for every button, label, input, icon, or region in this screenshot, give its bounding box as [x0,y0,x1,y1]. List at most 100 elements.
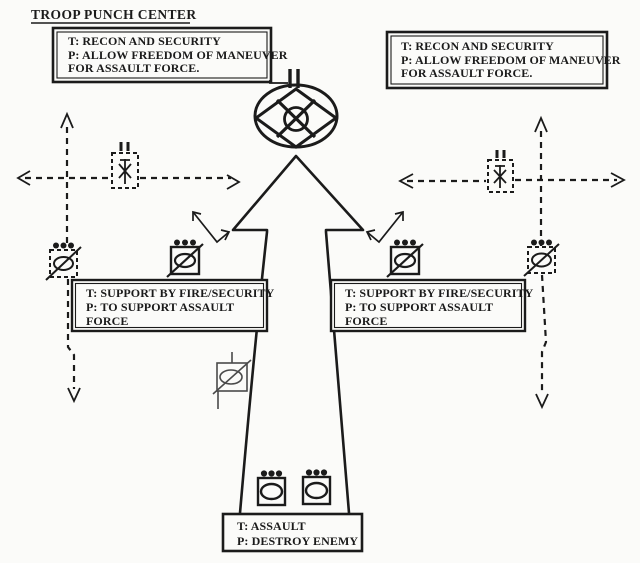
recon-platoon-symbol-outer-right [523,239,560,277]
support-position-symbol [212,352,252,409]
armor-ellipse-icon [393,252,417,269]
screen-horizontal-line [407,178,617,183]
arrowhead-icon [365,229,376,241]
screen-line-left [16,111,241,404]
shoulder-arrow-left [192,210,231,244]
purpose-line: P: TO SUPPORT ASSAULT [86,300,234,314]
purpose-line: P: DESTROY ENEMY [237,534,358,548]
screen-line-right [398,115,626,410]
arrow-up-icon [60,111,74,129]
arrow-up-icon [534,115,548,133]
recon-security-box-left: T: RECON AND SECURITY P: ALLOW FREEDOM O… [51,26,288,84]
scout-section-symbol-right [487,150,514,193]
box-inner-border [333,282,523,329]
unit-frame [216,362,248,392]
screen-vertical-line [540,274,548,395]
armor-platoon-symbol-left [256,470,287,507]
task-line: T: SUPPORT BY FIRE/SECURITY [345,286,534,300]
platoon-dot-icon [268,470,275,477]
box-to-symbol-connector [269,80,288,84]
armor-ellipse-icon [219,369,243,385]
platoon-dot-icon [53,242,59,249]
recon-slash-icon [212,359,252,395]
platoon-dot-icon [531,239,537,246]
recon-slash-icon [45,246,82,281]
purpose-line: P: ALLOW FREEDOM OF MANEUVER [401,53,621,67]
box-inner-border [390,35,604,85]
box-border [221,512,364,553]
platoon-dot-icon [402,239,408,246]
inner-circle-icon [283,106,309,132]
sbf-box-left: T: SUPPORT BY FIRE/SECURITY P: TO SUPPOR… [70,278,275,333]
purpose-line: P: TO SUPPORT ASSAULT [345,300,493,314]
platoon-dot-icon [182,239,188,246]
platoon-dot-icon [546,239,552,246]
recon-security-box-right: T: RECON AND SECURITY P: ALLOW FREEDOM O… [385,30,621,90]
unit-frame [301,475,332,506]
infantry-cross-icon [275,98,317,139]
box-outer-border [51,26,273,84]
arrow-line [192,211,230,244]
platoon-dot-icon [320,469,328,476]
task-line: T: ASSAULT [237,519,306,533]
armor-ellipse-icon [304,481,329,500]
arrow-down-icon [67,387,81,404]
arrow-left-icon [398,173,414,189]
platoon-dot-icon [313,469,320,476]
armor-ellipse-icon [53,256,74,271]
purpose-line-2: FORCE [86,314,129,328]
unit-frame [256,476,287,507]
arrow-left-icon [16,170,31,186]
sbf-box-right: T: SUPPORT BY FIRE/SECURITY P: TO SUPPOR… [329,278,534,333]
screen-vertical-line [66,279,76,389]
task-line: T: SUPPORT BY FIRE/SECURITY [86,286,275,300]
unit-glyph-icon [118,159,132,184]
box-inner-border [74,282,265,329]
platoon-dot-icon [538,239,545,246]
arrow-line [366,211,404,244]
recon-platoon-symbol-inner-left [166,239,204,278]
diamond-frame [253,87,339,149]
assault-box: T: ASSAULT P: DESTROY ENEMY [221,512,364,553]
armor-platoon-symbol-right [301,469,332,506]
arrowhead-icon [192,210,202,221]
shoulder-arrow-right [365,210,404,244]
armor-ellipse-icon [531,252,552,268]
platoon-dot-icon [410,239,416,246]
purpose-line: P: ALLOW FREEDOM OF MANEUVER [68,48,288,62]
box-outer-border [70,278,269,333]
recon-slash-icon [386,243,424,278]
task-line: T: RECON AND SECURITY [401,39,554,53]
armor-ellipse-icon [259,482,284,501]
task-line: T: RECON AND SECURITY [68,34,221,48]
arrowhead-icon [394,210,404,221]
platoon-dot-icon [260,470,268,477]
platoon-dot-icon [190,239,196,246]
arrow-right-icon [610,172,626,188]
platoon-dot-icon [275,470,283,477]
recon-troop-symbol [253,69,339,149]
purpose-line-2: FORCE [345,314,388,328]
page-title: TROOP PUNCH CENTER [31,7,196,24]
axis-of-advance-arrow [231,154,365,514]
unit-glyph-icon [493,165,507,188]
recon-slash-icon [166,243,204,278]
platoon-dot-icon [174,239,180,246]
arrowhead-icon [220,229,231,241]
purpose-line-2: FOR ASSAULT FORCE. [401,66,533,80]
scout-section-symbol-left [111,142,139,189]
box-outer-border [385,30,609,90]
arrow-down-icon [535,393,549,410]
platoon-dot-icon [60,242,67,249]
page-title-text: TROOP PUNCH CENTER [31,7,196,22]
box-outer-border [329,278,527,333]
platoon-dot-icon [305,469,313,476]
platoon-dot-icon [394,239,400,246]
purpose-line-2: FOR ASSAULT FORCE. [68,61,200,75]
recon-slash-icon [523,243,560,277]
recon-platoon-symbol-outer-left [45,242,82,281]
armor-ellipse-icon [173,252,197,269]
arrow-right-icon [226,174,241,190]
